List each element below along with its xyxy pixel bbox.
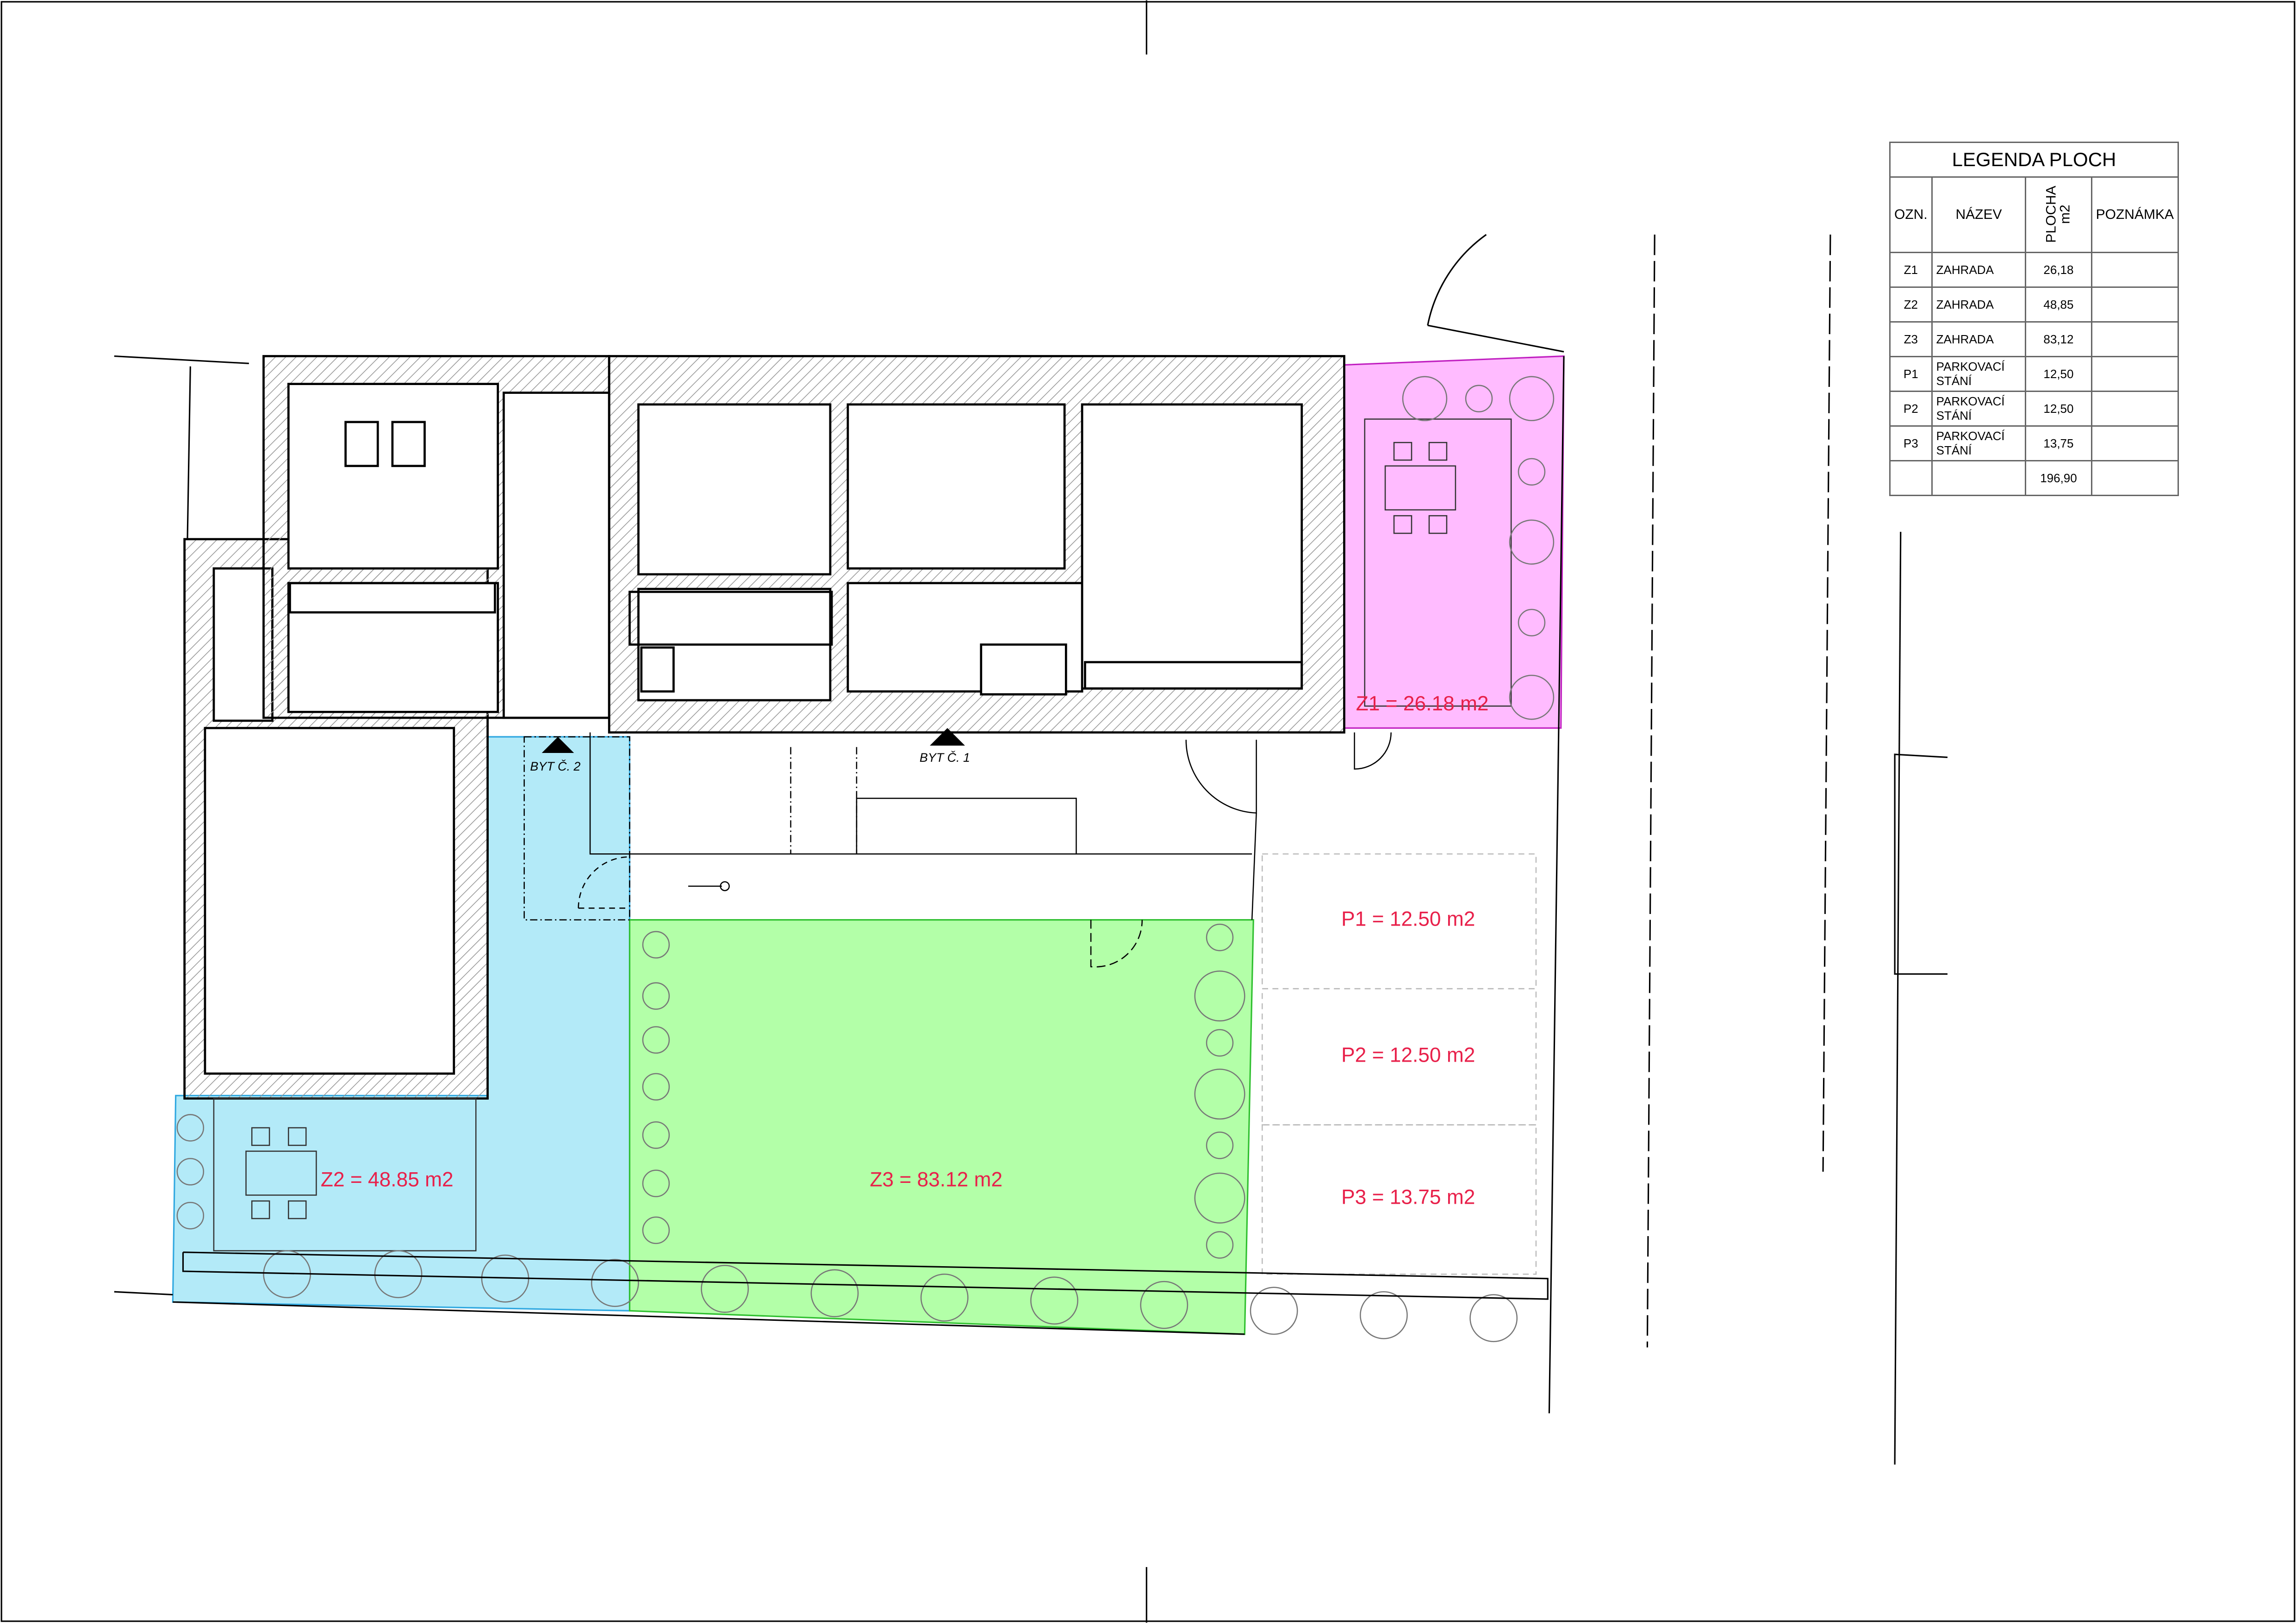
cell-plocha: 12,50 (2025, 391, 2092, 427)
garden-furniture (213, 418, 1512, 1251)
header-poznamka: POZNÁMKA (2091, 176, 2179, 253)
cell-empty (2091, 460, 2179, 496)
cell-plocha: 83,12 (2025, 321, 2092, 357)
building-walls (183, 355, 1345, 1100)
entrance-marker-byt2 (541, 737, 574, 753)
zone-z3 (628, 919, 1254, 1335)
cell-total: 196,90 (2025, 460, 2092, 496)
cell-nazev: ZAHRADA (1931, 321, 2027, 357)
cell-ozn: Z2 (1889, 286, 1933, 323)
cell-poznamka (2091, 286, 2179, 323)
cell-poznamka (2091, 391, 2179, 427)
cell-nazev: ZAHRADA (1931, 286, 2027, 323)
cell-empty (1931, 460, 2027, 496)
cell-poznamka (2091, 356, 2179, 392)
cell-plocha: 26,18 (2025, 252, 2092, 288)
header-nazev: NÁZEV (1931, 176, 2027, 253)
area-label-z3: Z3 = 83.12 m2 (870, 1168, 1002, 1191)
cell-empty (1889, 460, 1933, 496)
header-plocha-unit: m2 (2057, 205, 2073, 224)
area-label-z1: Z1 = 26.18 m2 (1356, 692, 1489, 715)
cell-ozn: P1 (1889, 356, 1933, 392)
site-boundaries (114, 234, 1948, 1465)
area-label-p3: P3 = 13.75 m2 (1341, 1186, 1475, 1208)
legend-title: LEGENDA PLOCH (1889, 142, 2179, 178)
cell-ozn: Z1 (1889, 252, 1933, 288)
cell-poznamka (2091, 252, 2179, 288)
cell-plocha: 48,85 (2025, 286, 2092, 323)
cell-plocha: 13,75 (2025, 425, 2092, 461)
cell-poznamka (2091, 321, 2179, 357)
entrance-label-byt1: BYT Č. 1 (920, 750, 970, 765)
table-total-row: 196,90 (1889, 460, 2179, 496)
area-label-p2: P2 = 12.50 m2 (1341, 1044, 1475, 1067)
entrance-label-byt2: BYT Č. 2 (530, 759, 580, 773)
cell-ozn: P2 (1889, 391, 1933, 427)
cell-nazev: PARKOVACÍ STÁNÍ (1931, 356, 2027, 392)
cell-ozn: Z3 (1889, 321, 1933, 357)
entrance-marker-byt1 (930, 728, 965, 746)
zone-z1 (1343, 355, 1565, 729)
area-label-p1: P1 = 12.50 m2 (1341, 908, 1475, 930)
header-ozn: OZN. (1889, 176, 1933, 253)
header-plocha-label: PLOCHA (2043, 186, 2059, 243)
area-label-z2: Z2 = 48.85 m2 (321, 1168, 454, 1191)
cell-nazev: PARKOVACÍ STÁNÍ (1931, 391, 2027, 427)
trees (176, 376, 1555, 1343)
cell-plocha: 12,50 (2025, 356, 2092, 392)
cell-nazev: PARKOVACÍ STÁNÍ (1931, 425, 2027, 461)
cell-nazev: ZAHRADA (1931, 252, 2027, 288)
terrace-and-stairs (523, 732, 1392, 968)
parking-spaces (1262, 853, 1537, 1275)
cell-poznamka (2091, 425, 2179, 461)
cell-ozn: P3 (1889, 425, 1933, 461)
